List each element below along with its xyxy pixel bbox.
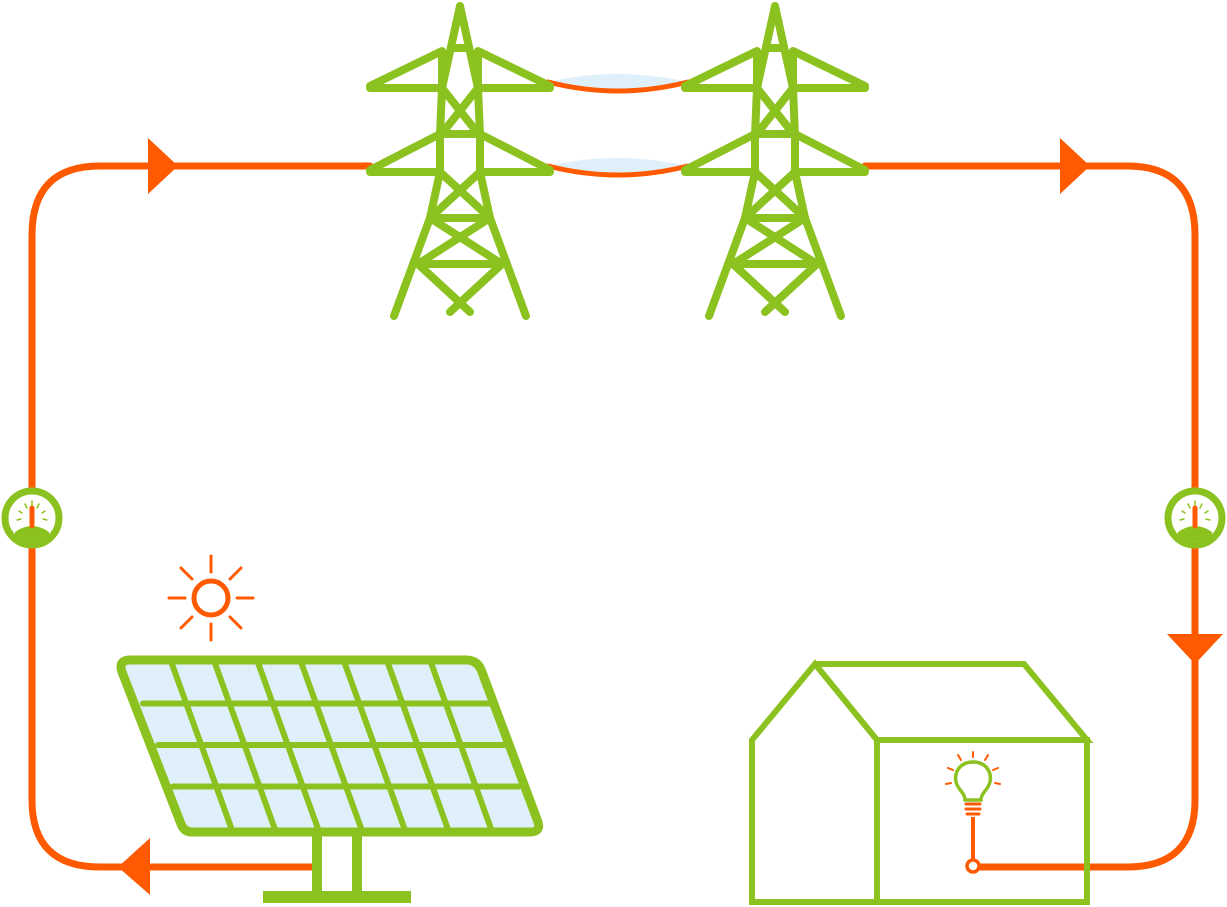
meter-right [1168, 491, 1222, 545]
electric-meter-icon [1168, 491, 1222, 545]
transmission-tower-right [685, 6, 865, 316]
wire-left-bottom [28, 536, 319, 871]
transmission-lines [545, 74, 691, 178]
sun-icon [167, 554, 255, 642]
transmission-tower-left [370, 6, 550, 316]
transmission-tower-icon [370, 6, 550, 316]
arrow-icon [1060, 138, 1090, 194]
circuit-wire [28, 162, 1199, 871]
solar-panel [116, 655, 544, 903]
wire-left-top [28, 162, 374, 504]
solar-panel-icon [116, 655, 544, 903]
power-line-upper [545, 79, 691, 94]
arrow-icon [148, 138, 178, 194]
house [749, 659, 1094, 905]
meter-left [5, 491, 59, 545]
wire-right-top [861, 162, 1199, 504]
wire-right-bottom [976, 536, 1199, 871]
electric-meter-icon [5, 491, 59, 545]
arrow-icon [1167, 634, 1223, 664]
house-icon [749, 659, 1094, 905]
transmission-tower-icon [685, 6, 865, 316]
light-bulb-icon [945, 751, 1001, 874]
power-line-lower [545, 163, 691, 178]
arrow-icon [118, 838, 150, 895]
flow-arrows [118, 138, 1223, 895]
